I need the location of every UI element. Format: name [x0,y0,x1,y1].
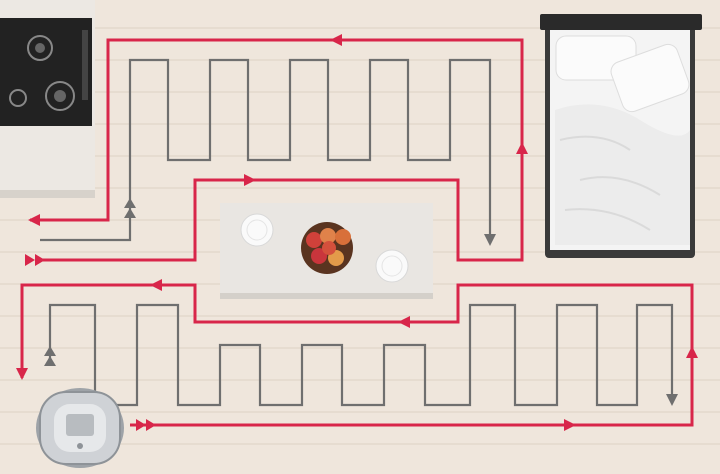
plate-icon [240,213,274,247]
fruit-bowl-icon [301,222,353,274]
robot-vacuum-icon [36,388,124,468]
double-chevron-icon [44,198,136,366]
route-outer [20,38,694,427]
bed-icon [540,14,702,258]
arrow-icon [16,34,698,431]
route-inner [40,58,674,407]
double-chevron-icon [25,254,156,431]
plate-icon [375,249,409,283]
stove-icon [0,18,92,126]
arrow-icon [484,234,678,406]
